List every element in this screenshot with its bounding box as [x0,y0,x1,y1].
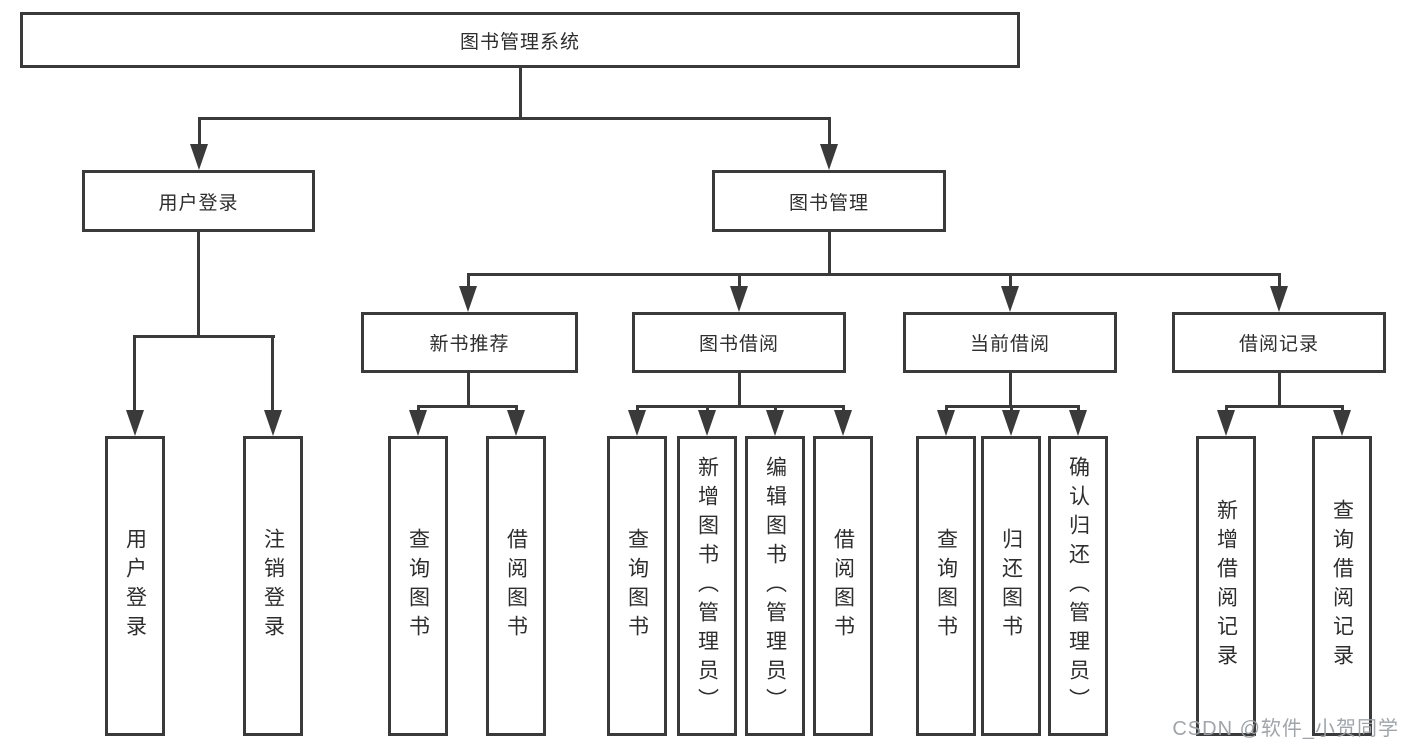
node-label: 借阅记录 [1238,334,1319,355]
node-label: 注销登录 [261,528,285,644]
arrowhead-down-icon [628,410,646,436]
connector-vline [1009,273,1012,289]
connector-hline [133,335,275,338]
node-label: 查询图书 [934,528,958,644]
connector-vline [197,232,200,335]
connector-hline [636,405,845,408]
node-leaf-logout: 注销登录 [243,436,303,736]
node-label: 当前借阅 [969,334,1050,355]
arrowhead-down-icon [409,410,427,436]
connector-vline [467,373,470,405]
node-current-borrowing: 当前借阅 [903,312,1117,373]
connector-hline [1225,405,1344,408]
node-leaf-bb-borrow-book: 借阅图书 [813,436,873,736]
connector-vline [842,405,845,413]
connector-vline [271,335,274,412]
arrowhead-down-icon [459,286,477,312]
node-leaf-br-add-record: 新增借阅记录 [1196,436,1256,736]
node-new-book-recommendation: 新书推荐 [361,312,578,373]
node-leaf-cb-confirm-return-admin: 确认归还（管理员） [1048,436,1108,736]
connector-hline [417,405,518,408]
node-label: 确认归还（管理员） [1066,455,1090,717]
arrowhead-down-icon [1002,410,1020,436]
node-label: 用户登录 [123,528,147,644]
connector-vline [519,68,522,117]
connector-vline [1225,405,1228,413]
connector-vline [828,117,831,146]
arrowhead-down-icon [937,410,955,436]
node-leaf-cb-return-book: 归还图书 [981,436,1041,736]
node-label: 查询图书 [406,528,430,644]
node-label: 图书管理系统 [459,31,580,53]
node-leaf-nbr-query-book: 查询图书 [388,436,448,736]
connector-vline [1278,373,1281,405]
node-leaf-user-login: 用户登录 [105,436,165,736]
node-label: 借阅图书 [831,528,855,644]
connector-vline [417,405,420,413]
arrowhead-down-icon [190,144,208,170]
node-leaf-bb-add-book-admin: 新增图书（管理员） [677,436,737,736]
arrowhead-down-icon [834,410,852,436]
node-label: 新增图书（管理员） [695,455,719,717]
node-label: 新书推荐 [429,334,510,355]
arrowhead-down-icon [820,144,838,170]
connector-vline [706,405,709,413]
node-label: 图书借阅 [698,334,779,355]
node-leaf-bb-edit-book-admin: 编辑图书（管理员） [745,436,805,736]
connector-vline [467,273,470,289]
arrowhead-down-icon [698,410,716,436]
node-label: 查询图书 [625,528,649,644]
connector-vline [1077,405,1080,413]
arrowhead-down-icon [1270,286,1288,312]
connector-vline [774,405,777,413]
connector-hline [198,117,831,120]
node-borrowing-records: 借阅记录 [1172,312,1386,373]
arrowhead-down-icon [264,410,282,436]
connector-vline [1010,405,1013,413]
arrowhead-down-icon [126,410,144,436]
arrowhead-down-icon [507,410,525,436]
arrowhead-down-icon [730,286,748,312]
connector-vline [828,232,831,273]
arrowhead-down-icon [1001,286,1019,312]
csdn-watermark: CSDN @软件_小贺同学 [1172,718,1399,740]
connector-vline [1278,273,1281,289]
arrowhead-down-icon [1217,410,1235,436]
node-label: 编辑图书（管理员） [763,455,787,717]
connector-vline [945,405,948,413]
connector-hline [467,273,1281,276]
arrowhead-down-icon [1069,410,1087,436]
node-label: 查询借阅记录 [1330,499,1354,673]
node-label: 用户登录 [158,192,239,214]
node-leaf-nbr-borrow-book: 借阅图书 [486,436,546,736]
connector-vline [198,117,201,146]
node-leaf-br-query-record: 查询借阅记录 [1312,436,1372,736]
connector-vline [636,405,639,413]
node-label: 图书管理 [788,192,869,214]
connector-vline [738,373,741,405]
connector-vline [1341,405,1344,413]
connector-vline [738,273,741,289]
node-label: 新增借阅记录 [1214,499,1238,673]
connector-vline [1009,373,1012,405]
node-label: 借阅图书 [504,528,528,644]
node-library-management-system: 图书管理系统 [20,12,1020,68]
node-book-borrowing: 图书借阅 [632,312,846,373]
connector-vline [133,335,136,412]
connector-vline [515,405,518,413]
node-label: 归还图书 [999,528,1023,644]
node-user-login-group: 用户登录 [82,170,315,232]
arrowhead-down-icon [1333,410,1351,436]
arrowhead-down-icon [766,410,784,436]
node-leaf-bb-query-book: 查询图书 [607,436,667,736]
node-leaf-cb-query-book: 查询图书 [916,436,976,736]
node-book-management-group: 图书管理 [712,170,946,232]
